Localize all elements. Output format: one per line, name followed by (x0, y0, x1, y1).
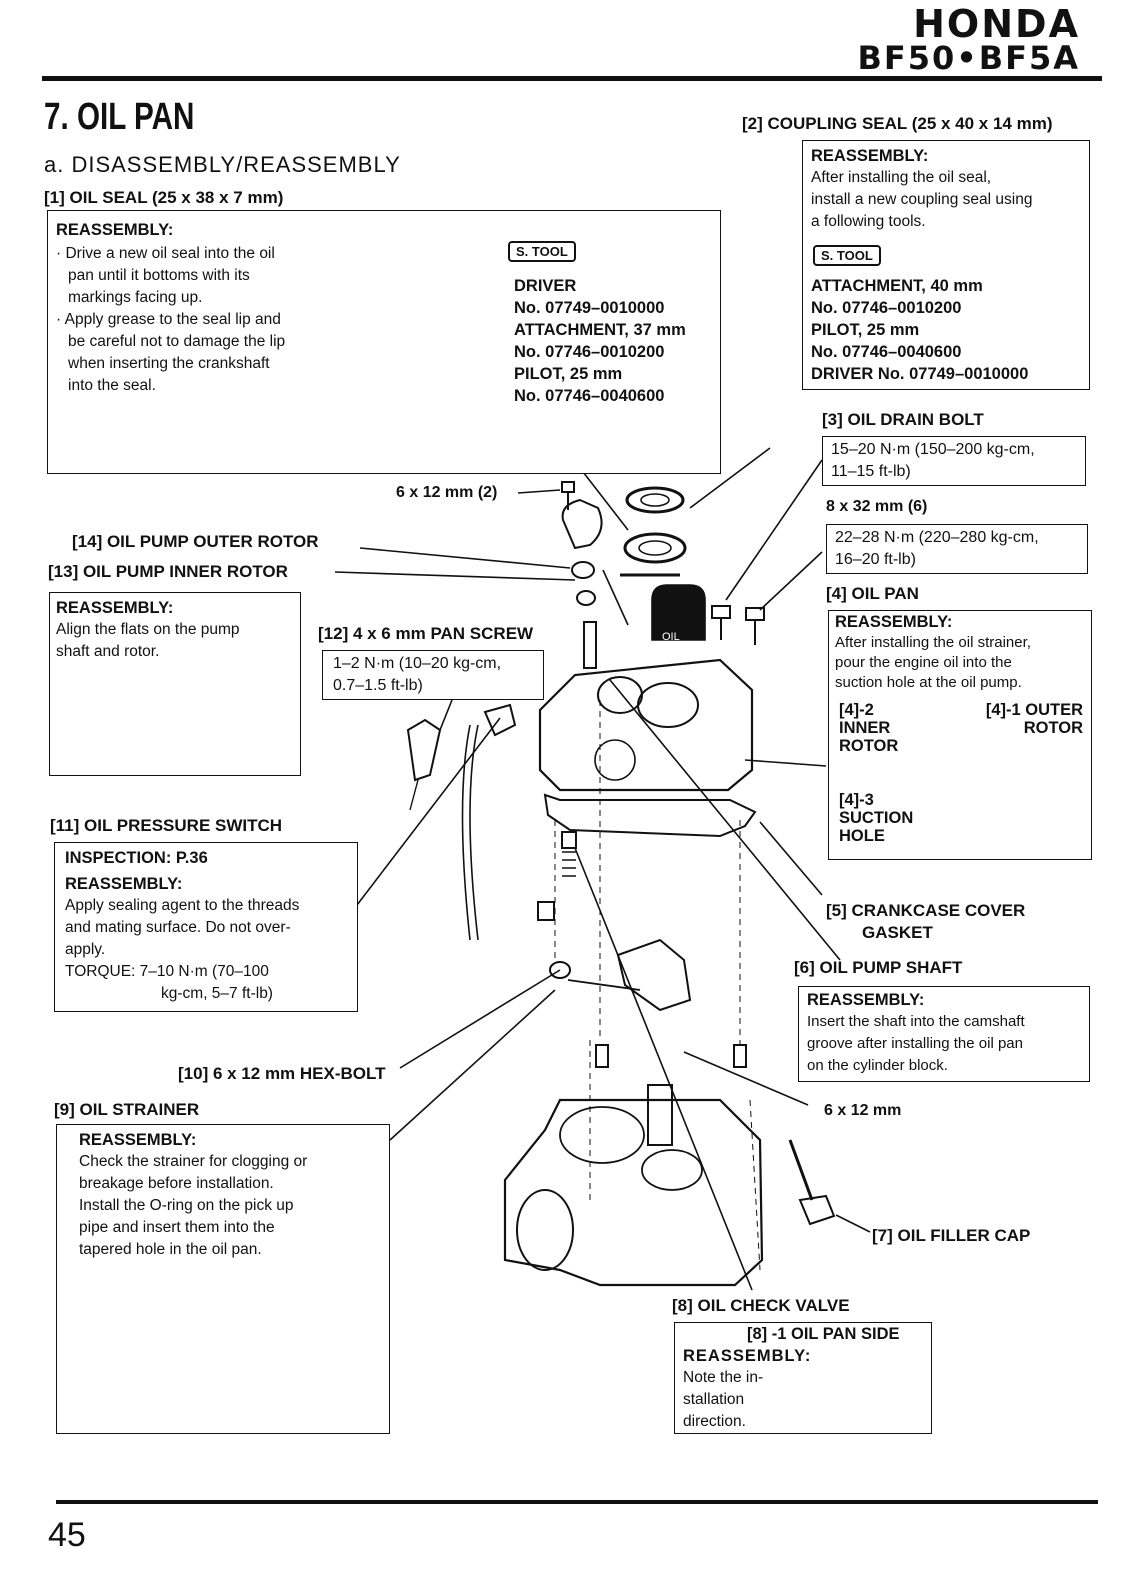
leader-drain-bolt-1 (725, 459, 823, 601)
leader-check-valve (574, 847, 753, 1291)
oil-seal-shape (623, 532, 687, 564)
crankcase-shape (503, 1098, 764, 1287)
pressure-switch-instructions: Apply sealing agent to the threads and m… (65, 897, 300, 1002)
strainer-pipe-shape (406, 718, 442, 782)
inner-rotor-instructions: Align the flats on the pump shaft and ro… (56, 621, 240, 660)
oil-seal-instructions: · Drive a new oil seal into the oil pan … (56, 245, 286, 394)
leader-strainer (389, 989, 556, 1141)
strainer-heading: REASSEMBLY: (79, 1131, 197, 1149)
box-oil-seal: REASSEMBLY: · Drive a new oil seal into … (47, 210, 721, 474)
coupling-seal-heading: REASSEMBLY: (811, 147, 929, 165)
label-pan-screw: [12] 4 x 6 mm PAN SCREW (318, 624, 534, 643)
filler-cap-shape (798, 1194, 836, 1226)
page-number: 45 (48, 1516, 86, 1554)
label-bolt-size: 8 x 32 mm (6) (826, 498, 928, 515)
oil-strainer-shape (616, 938, 692, 1012)
label-hex-bolt: [10] 6 x 12 mm HEX-BOLT (178, 1064, 386, 1083)
box-pan-screw-torque: 1–2 N·m (10–20 kg-cm, 0.7–1.5 ft-lb) (322, 650, 544, 700)
pump-shaft-instructions: Insert the shaft into the camshaft groov… (807, 1013, 1025, 1074)
label-bolt-right: 6 x 12 mm (824, 1102, 902, 1119)
leader-oil-pan (744, 759, 827, 767)
box-drain-bolt-torque: 15–20 N·m (150–200 kg-cm, 11–15 ft-lb) (822, 436, 1086, 486)
leader-hex-bolt (399, 969, 561, 1069)
callout-inner-rotor: [4]-2 INNER ROTOR (839, 701, 899, 755)
check-valve-sub: [8] -1 OIL PAN SIDE (747, 1325, 900, 1343)
pressure-switch-heading: REASSEMBLY: (65, 875, 183, 893)
special-tool-badge: S. TOOL (508, 241, 576, 262)
label-oil-pan: [4] OIL PAN (826, 584, 919, 603)
label-oil-pressure-switch: [11] OIL PRESSURE SWITCH (50, 816, 283, 835)
callout-suction-hole: [4]-3 SUCTION HOLE (839, 791, 914, 845)
label-oil-seal: [1] OIL SEAL (25 x 38 x 7 mm) (44, 188, 284, 207)
box-coupling-seal: REASSEMBLY: After installing the oil sea… (802, 140, 1090, 390)
leader-pump-shaft (609, 679, 841, 961)
inner-rotor-heading: REASSEMBLY: (56, 599, 174, 617)
leader-gasket (759, 821, 823, 896)
oil-can-label: OIL (662, 631, 680, 643)
special-tool-badge-2: S. TOOL (813, 245, 881, 266)
dipstick-shape (788, 1139, 814, 1201)
leader-drain-bolt-2 (759, 551, 823, 611)
oil-can-shape (651, 584, 706, 641)
pump-shaft-heading: REASSEMBLY: (807, 991, 925, 1009)
oil-pan-shape (538, 658, 754, 792)
section-title: a. DISASSEMBLY/REASSEMBLY (44, 152, 401, 177)
oil-seal-tools: DRIVER No. 07749–0010000 ATTACHMENT, 37 … (514, 277, 686, 405)
pump-shaft-shape (583, 621, 597, 669)
oil-seal-heading: REASSEMBLY: (56, 221, 174, 239)
box-oil-strainer: REASSEMBLY: Check the strainer for clogg… (56, 1124, 390, 1434)
label-crankcase-gasket: [5] CRANKCASE COVER GASKET (826, 901, 1026, 942)
box-oil-check-valve: [8] -1 OIL PAN SIDE REASSEMBLY: Note the… (674, 1322, 932, 1434)
oil-pan-instructions: After installing the oil strainer, pour … (835, 634, 1031, 691)
footer-rule (56, 1500, 1098, 1504)
check-valve-heading: REASSEMBLY: (683, 1347, 812, 1365)
box-oil-pan: REASSEMBLY: After installing the oil str… (828, 610, 1092, 860)
coupling-seal-shape (625, 486, 685, 514)
leader-rotor-3 (602, 569, 629, 626)
label-oil-strainer: [9] OIL STRAINER (54, 1100, 200, 1119)
label-bolt-top: 6 x 12 mm (2) (396, 484, 498, 501)
oil-pan-heading: REASSEMBLY: (835, 613, 953, 631)
drain-bolt-shapes (711, 605, 765, 645)
leader-filler-cap (835, 1214, 871, 1233)
pressure-switch-shape (483, 703, 517, 737)
check-valve-instructions: Note the in- stallation direction. (683, 1369, 764, 1430)
label-inner-rotor: [13] OIL PUMP INNER ROTOR (48, 562, 288, 581)
leader-outer-rotor (359, 547, 571, 569)
label-coupling-seal: [2] COUPLING SEAL (25 x 40 x 14 mm) (742, 114, 1053, 133)
label-oil-filler-cap: [7] OIL FILLER CAP (872, 1226, 1031, 1245)
box-inner-rotor: REASSEMBLY: Align the flats on the pump … (49, 592, 301, 776)
leader-bolt-right (683, 1051, 809, 1106)
label-oil-drain-bolt: [3] OIL DRAIN BOLT (822, 410, 984, 429)
label-oil-pump-shaft: [6] OIL PUMP SHAFT (794, 958, 963, 977)
box-bolt-torque: 22–28 N·m (220–280 kg-cm, 16–20 ft-lb) (826, 524, 1088, 574)
leader-coupling-seal (579, 467, 629, 531)
brand-logo: HONDA (913, 2, 1080, 46)
leader-pan-screw (439, 699, 453, 731)
box-oil-pressure-switch: INSPECTION: P.36 REASSEMBLY: Apply seali… (54, 842, 358, 1012)
leader-inner-rotor (334, 571, 576, 581)
leader-pressure-switch (356, 717, 501, 906)
leader-coupling-seal-2 (689, 447, 771, 509)
chapter-title: 7. OIL PAN (44, 96, 195, 138)
label-outer-rotor: [14] OIL PUMP OUTER ROTOR (72, 532, 319, 551)
gasket-shape (543, 793, 757, 838)
box-oil-pump-shaft: REASSEMBLY: Insert the shaft into the ca… (798, 986, 1090, 1082)
header-rule (42, 76, 1102, 81)
strainer-instructions: Check the strainer for clogging or break… (79, 1153, 308, 1258)
label-oil-check-valve: [8] OIL CHECK VALVE (672, 1296, 850, 1315)
coupling-seal-instructions: After installing the oil seal, install a… (811, 169, 1033, 230)
leader-bolt-top (517, 489, 561, 494)
coupling-seal-tools: ATTACHMENT, 40 mm No. 07746–0010200 PILO… (811, 277, 1029, 383)
pressure-switch-inspection: INSPECTION: P.36 (65, 849, 208, 867)
callout-outer-rotor: [4]-1 OUTER ROTOR (985, 701, 1083, 737)
model-name: BF50•BF5A (857, 39, 1080, 77)
